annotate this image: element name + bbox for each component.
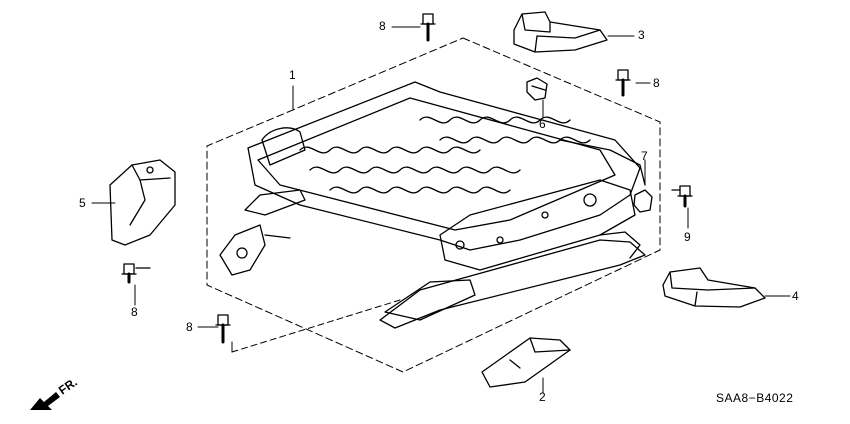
callout-6: 6 xyxy=(539,117,546,131)
clip-part xyxy=(526,77,548,101)
callout-8-top: 8 xyxy=(379,19,386,33)
diagram-code: SAA8−B4022 xyxy=(716,391,794,405)
bolt-part-9 xyxy=(671,185,693,208)
callout-5: 5 xyxy=(79,196,86,210)
assembly-boundary xyxy=(206,37,661,373)
callout-1: 1 xyxy=(289,68,296,82)
flange-bolt-left xyxy=(121,263,151,284)
clip-part-small xyxy=(633,189,653,213)
flange-bolt-right xyxy=(615,69,631,97)
callout-8-bottom: 8 xyxy=(186,320,193,334)
flange-bolt-top xyxy=(420,13,436,42)
callout-4: 4 xyxy=(792,289,799,303)
callout-8-right: 8 xyxy=(653,76,660,90)
callout-3: 3 xyxy=(638,28,645,42)
track-cover-rear-inner xyxy=(513,11,608,53)
leader-lines xyxy=(91,26,791,394)
track-cover-rear-outer xyxy=(662,267,766,308)
seat-side-cover xyxy=(109,159,176,246)
seat-track-assembly xyxy=(219,81,646,329)
callout-9: 9 xyxy=(684,230,691,244)
callout-2: 2 xyxy=(539,390,546,404)
callout-8-left: 8 xyxy=(131,305,138,319)
flange-bolt-bottom xyxy=(215,314,231,344)
front-direction-arrow-icon xyxy=(30,392,60,410)
callout-7: 7 xyxy=(641,149,648,163)
track-cover-front xyxy=(481,337,571,388)
